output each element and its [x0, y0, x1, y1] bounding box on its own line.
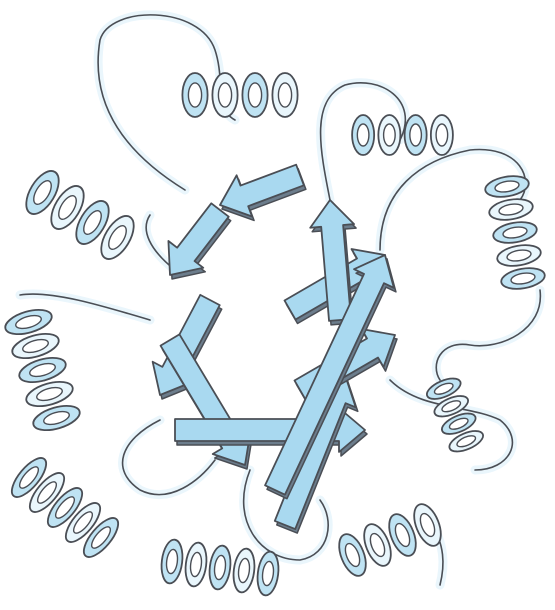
helix-turn-inner — [384, 124, 396, 146]
beta-strand-arrow — [220, 165, 304, 217]
helix-turn-inner — [248, 83, 261, 107]
helix-turn-inner — [278, 83, 291, 107]
helix-turn-inner — [410, 124, 422, 146]
alpha-helix — [182, 73, 297, 117]
helix-turn-inner — [218, 83, 231, 107]
alpha-helix — [6, 453, 124, 562]
coil-loop — [436, 290, 540, 380]
helix-turn-inner — [188, 83, 201, 107]
alpha-helix — [3, 305, 83, 435]
alpha-helix — [334, 500, 446, 579]
helix-turn-inner — [357, 124, 369, 146]
alpha-helix — [20, 166, 141, 265]
beta-strand-arrow — [168, 203, 228, 275]
helix-turn-inner — [436, 124, 448, 146]
beta-strands — [153, 165, 397, 533]
alpha-helix — [484, 173, 547, 292]
